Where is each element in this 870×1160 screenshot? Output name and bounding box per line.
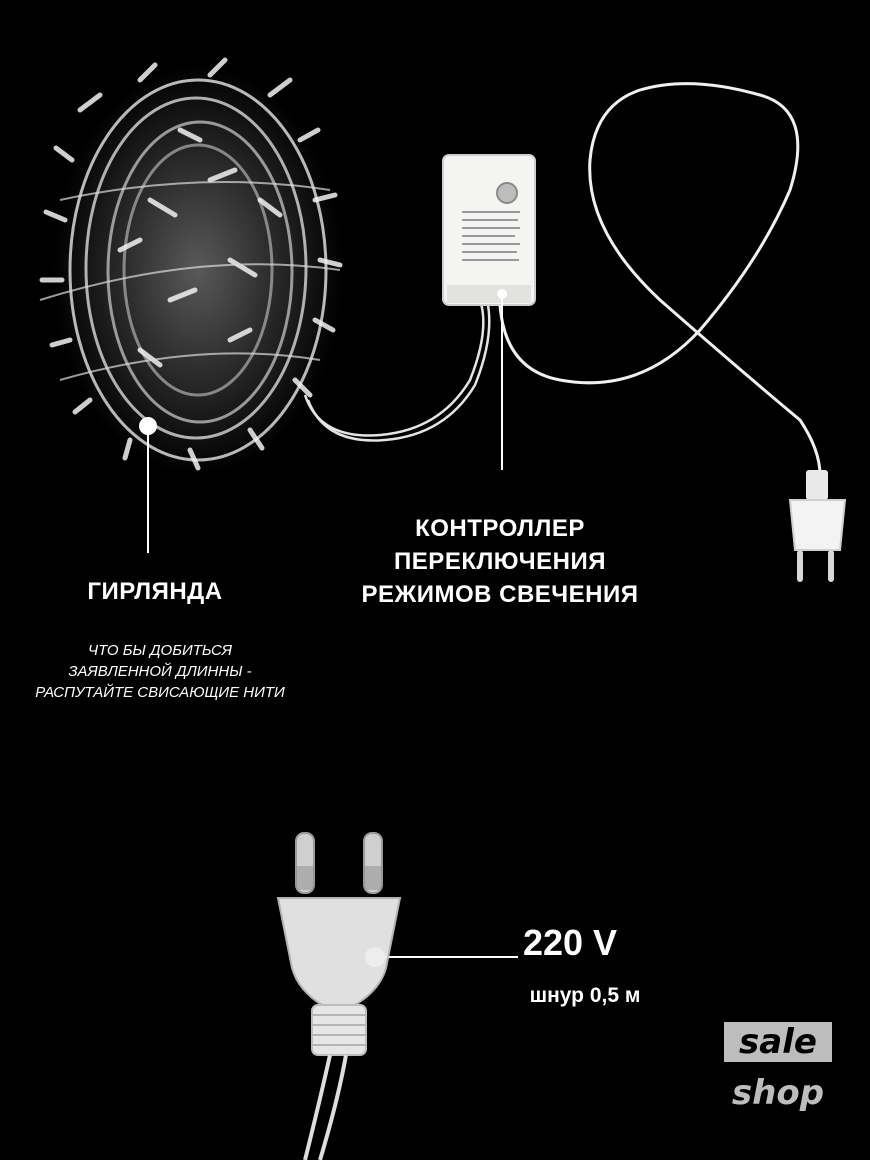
- controller-title: КОНТРОЛЛЕР ПЕРЕКЛЮЧЕНИЯ РЕЖИМОВ СВЕЧЕНИЯ: [340, 512, 660, 611]
- garland-title: ГИРЛЯНДА: [87, 578, 223, 605]
- garland-note: ЧТО БЫ ДОБИТЬСЯ ЗАЯВЛЕННОЙ ДЛИННЫ - РАСП…: [0, 640, 320, 703]
- svg-text:sale: sale: [739, 1022, 817, 1062]
- svg-text:shop: shop: [732, 1073, 824, 1113]
- garland-note-line-1: ЧТО БЫ ДОБИТЬСЯ: [87, 642, 233, 659]
- controller-title-line-2: ПЕРЕКЛЮЧЕНИЯ: [394, 548, 606, 575]
- sale-shop-logo: sale shop: [724, 1022, 832, 1113]
- voltage-label: 220 V: [522, 922, 618, 963]
- garland-note-line-3: РАСПУТАЙТЕ СВИСАЮЩИЕ НИТИ: [35, 684, 285, 701]
- garland-coil: [39, 57, 343, 475]
- large-plug: [276, 832, 402, 1160]
- power-cord: [498, 82, 822, 476]
- garland-note-line-2: ЗАЯВЛЕННОЙ ДЛИННЫ -: [68, 663, 252, 680]
- small-plug: [788, 470, 847, 582]
- cord-length-label: шнур 0,5 м: [529, 984, 641, 1007]
- controller-title-line-1: КОНТРОЛЛЕР: [415, 515, 585, 542]
- garland-wire: [303, 299, 491, 442]
- controller-title-line-3: РЕЖИМОВ СВЕЧЕНИЯ: [361, 581, 639, 608]
- controller-box: [442, 154, 536, 306]
